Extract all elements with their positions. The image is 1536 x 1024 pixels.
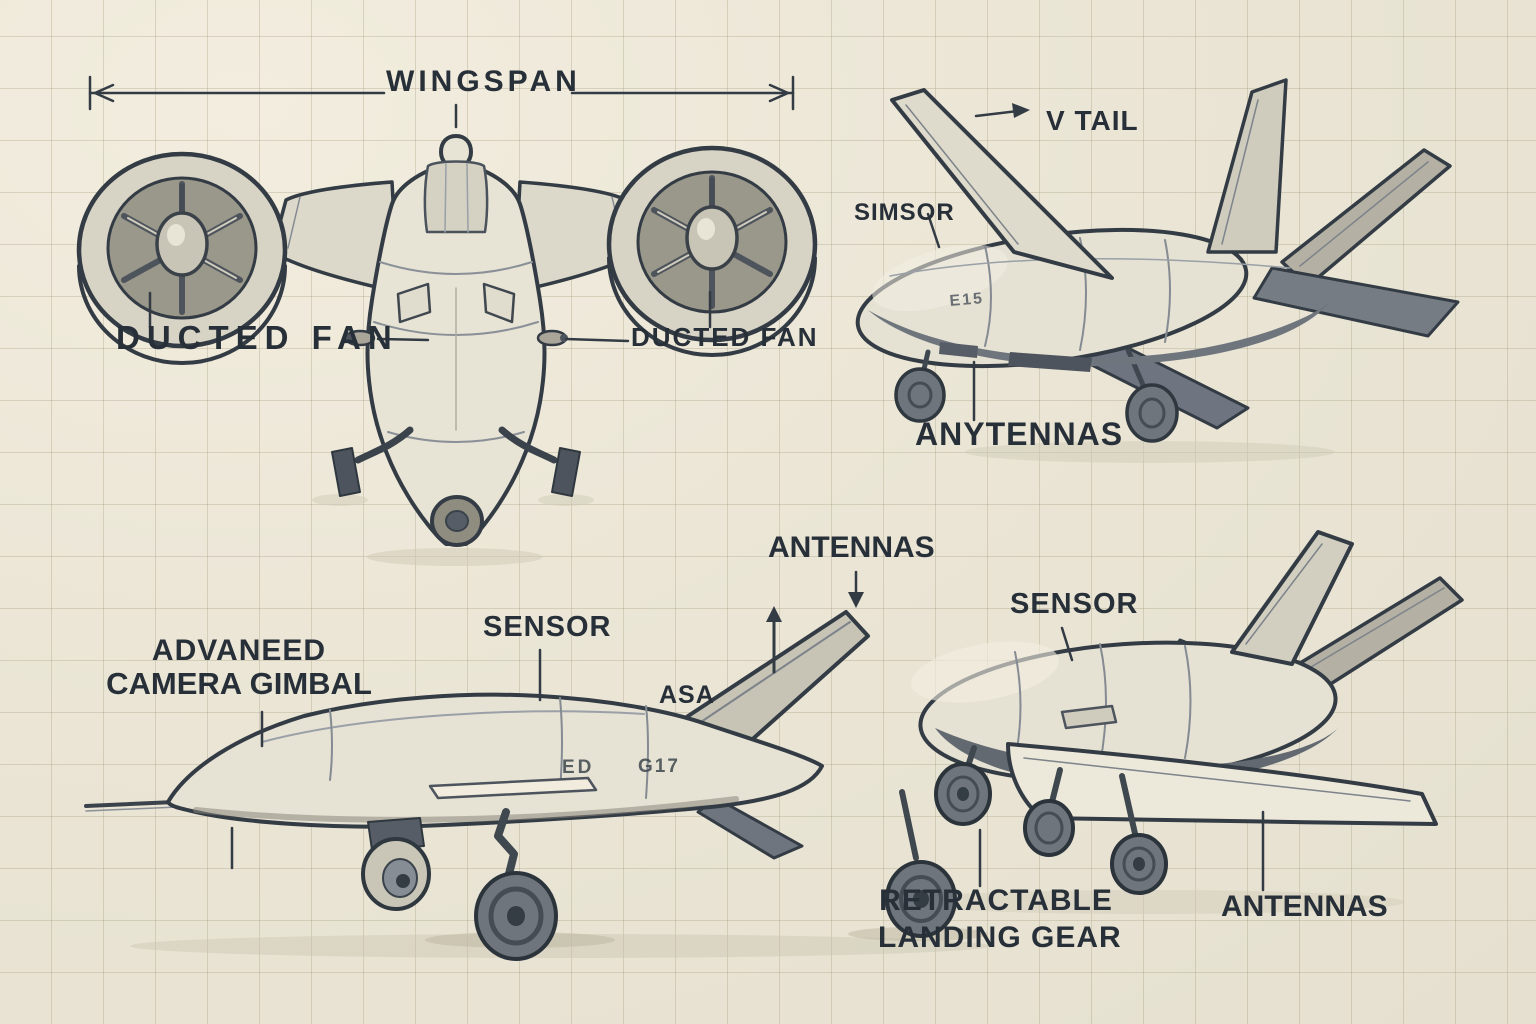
b-rear-tailplane bbox=[1252, 266, 1460, 338]
b-fuselage-scribble: E15 bbox=[949, 290, 985, 310]
antennas-bottom-right-label: ANTENNAS bbox=[1221, 890, 1388, 923]
d-near-vtail-fin bbox=[1230, 530, 1354, 666]
c-fuselage-scribble-1: ED bbox=[562, 757, 594, 778]
ducted-fan-right-connector bbox=[564, 337, 630, 343]
asa-label: ASA bbox=[659, 681, 715, 709]
vtol-window-right bbox=[482, 282, 516, 324]
simsor-label: SIMSOR bbox=[854, 199, 955, 226]
ducted-fan-right-label: DUCTED FAN bbox=[631, 322, 819, 352]
c-rear-gear-strut bbox=[899, 789, 919, 861]
b-near-vtail-fin bbox=[1206, 78, 1288, 254]
sensor-br-leader bbox=[1060, 626, 1074, 662]
wingspan-dimension-line bbox=[88, 75, 795, 129]
v-tail-arrow bbox=[974, 103, 1030, 118]
sensor-bottom-left-label: SENSOR bbox=[483, 611, 612, 643]
soft-shadows bbox=[130, 441, 1405, 958]
uav-top-right-sketch: E15 bbox=[855, 78, 1460, 443]
v-tail-label: V TAIL bbox=[1046, 105, 1139, 136]
b-front-wheel bbox=[894, 367, 946, 423]
camera-gimbal-label-line2: CAMERA GIMBAL bbox=[106, 666, 372, 701]
camera-gimbal-label-line1: ADVANEED bbox=[151, 634, 327, 667]
d-mid-wheel bbox=[1023, 799, 1075, 857]
vtol-window-left bbox=[396, 282, 432, 324]
simsor-leader bbox=[926, 212, 941, 249]
d-intake-hatch bbox=[1060, 704, 1118, 730]
ducted-fan-left-connector bbox=[376, 337, 430, 342]
wingspan-label: WINGSPAN bbox=[386, 65, 581, 98]
ducted-fan-right-sketch bbox=[606, 145, 818, 357]
retractable-gear-label-line2: LANDING GEAR bbox=[878, 921, 1122, 954]
ducted-fan-left-label: DUCTED FAN bbox=[116, 319, 399, 356]
b-far-vtail-fin bbox=[1280, 148, 1452, 288]
uav-bottom-left-sketch: ED G17 bbox=[84, 610, 957, 961]
c-main-gear-strut bbox=[494, 808, 518, 882]
sensor-bottom-right-label: SENSOR bbox=[1010, 588, 1139, 620]
vtol-right-skid bbox=[498, 426, 558, 464]
vtol-drone-sketch bbox=[76, 134, 818, 547]
retractable-gear-label-line1: RETRACTABLE bbox=[879, 884, 1113, 917]
c-belly-hatch bbox=[428, 776, 598, 800]
c-fuselage-scribble-2: G17 bbox=[638, 756, 680, 777]
uav-bottom-right-sketch bbox=[910, 530, 1464, 895]
anytennas-label: ANYTENNAS bbox=[915, 416, 1124, 452]
antennas-mid-label: ANTENNAS bbox=[768, 531, 935, 564]
vtol-canopy bbox=[423, 160, 489, 234]
vtol-left-skid bbox=[354, 426, 414, 464]
b-rear-wheel bbox=[1125, 383, 1179, 443]
b-main-wing bbox=[890, 88, 1114, 280]
annotation-lines bbox=[88, 75, 1265, 892]
antenna-mast-icon bbox=[766, 606, 782, 674]
antennas-mid-arrow bbox=[848, 570, 864, 608]
ducted-fan-left-sketch bbox=[76, 151, 288, 365]
